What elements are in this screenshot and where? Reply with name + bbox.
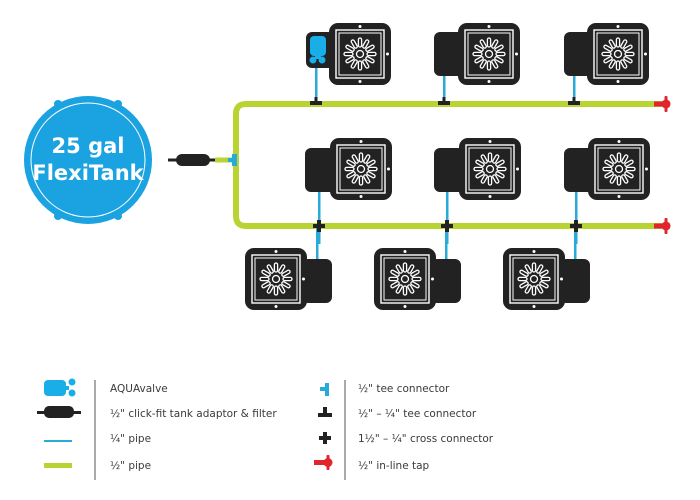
legend: AQUAvalve ½" click-fit tank adaptor & fi… [37,378,494,480]
half-quarter-tee-connector-icon [318,407,332,417]
pot-middle-3 [564,138,650,200]
flexitank: 25 gal FlexiTank [24,96,152,224]
pot-top-3 [564,23,649,85]
aquavalve [310,36,326,56]
pot-bottom-1 [245,248,332,310]
half-quarter-tee-connector [438,97,450,105]
quarter-pipe [316,226,319,262]
half-tee-connector-icon [320,383,329,396]
legend-label: ½" – ¼" tee connector [358,408,477,420]
quarter-pipe [315,66,318,102]
pot-top-1 [306,23,391,85]
quarter-pipe [318,190,321,244]
quarter-pipe [574,226,577,262]
quarter-pipe [443,66,446,102]
aquavalve-icon [44,378,76,397]
cross-connector [441,220,453,232]
pot-middle-1 [305,138,392,200]
tank-body [24,96,152,224]
cross-connector [570,220,582,232]
quarter-pipe [575,190,578,244]
tank-label-name: FlexiTank [32,161,144,185]
legend-label: AQUAvalve [110,383,168,395]
quarter-pipe-icon [44,440,72,442]
pot-top-2 [434,23,520,85]
half-tee-connector [228,154,237,166]
in-line-tap-bottom[interactable] [654,218,671,234]
half-quarter-tee-connector [310,97,322,105]
cross-connector [313,220,325,232]
quarter-pipe [446,190,449,244]
quarter-pipe [445,226,448,262]
legend-label: ½" tee connector [358,383,450,395]
in-line-tap-icon [314,455,333,470]
half-quarter-tee-connector [568,97,580,105]
pot-bottom-2 [374,248,461,310]
legend-label: ½" click-fit tank adaptor & filter [110,408,277,420]
tank-adaptor-filter-icon [37,406,81,418]
cross-connector-icon [319,432,331,444]
legend-label: ½" in-line tap [358,460,430,472]
pot-middle-2 [434,138,521,200]
tank-inner-ring [30,102,146,218]
half-pipe-icon [44,463,72,468]
legend-label: 1½" – ¼" cross connector [358,433,494,445]
legend-label: ½" pipe [110,460,151,472]
quarter-pipe [573,66,576,102]
tank-label-capacity: 25 gal [52,134,125,158]
in-line-tap-top[interactable] [654,96,671,112]
tank-adaptor-filter [168,154,234,166]
pot-bottom-3 [503,248,590,310]
legend-label: ¼" pipe [110,433,151,445]
